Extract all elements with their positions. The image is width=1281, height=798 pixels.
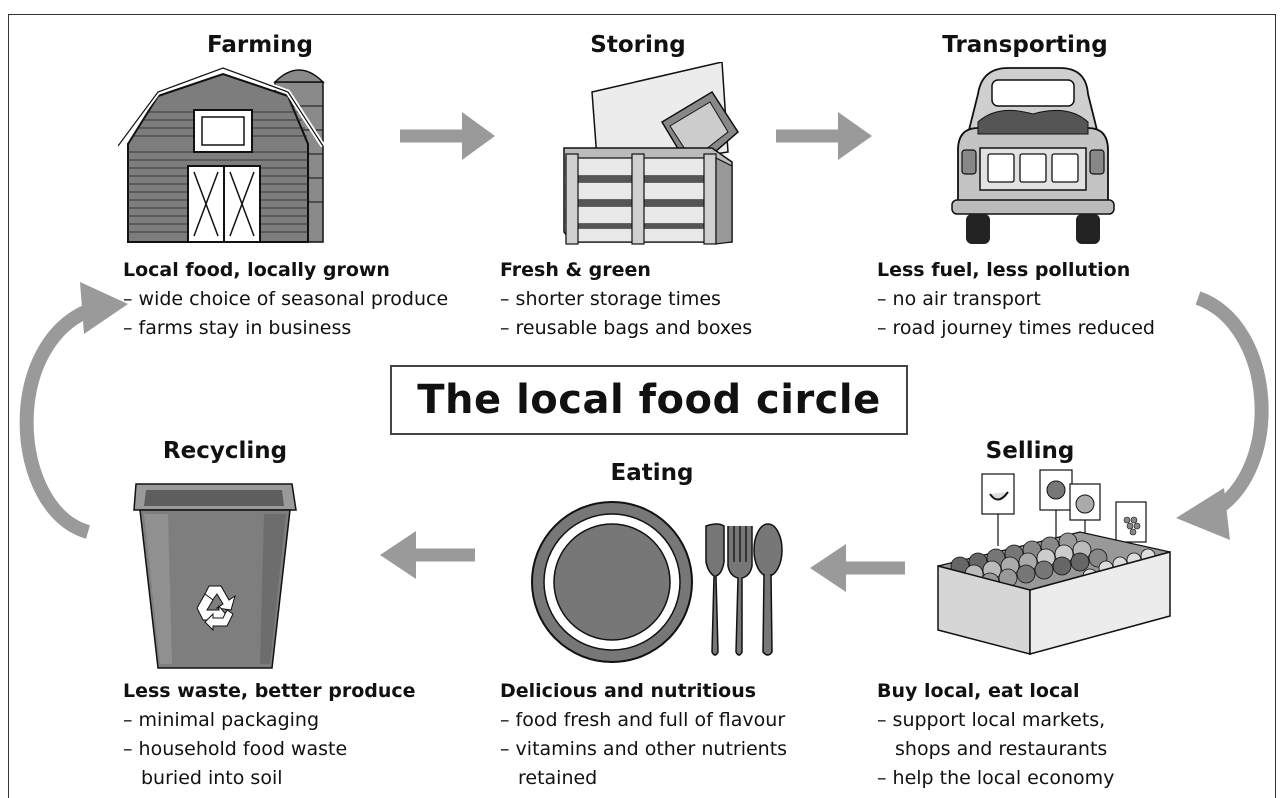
crate-icon <box>563 62 739 245</box>
desc-item: – shorter storage times <box>500 288 721 310</box>
arrow-storing-to-transporting <box>776 112 872 160</box>
market-stall-icon <box>937 469 1171 655</box>
desc-eating: Delicious and nutritious – food fresh an… <box>500 677 787 793</box>
stage-title-storing: Storing <box>590 32 686 58</box>
arrow-farming-to-storing <box>400 112 495 160</box>
arrow-eating-to-recycling <box>380 531 475 579</box>
stage-title-transporting: Transporting <box>942 32 1108 58</box>
stage-title-farming: Farming <box>207 32 313 58</box>
arrow-recycling-to-farming <box>19 282 128 539</box>
desc-item: – support local markets,shops and restau… <box>877 709 1108 760</box>
barn-silo-icon <box>118 66 326 243</box>
desc-transporting: Less fuel, less pollution – no air trans… <box>877 256 1155 343</box>
arrow-transporting-to-selling <box>1176 291 1269 540</box>
stage-title-selling: Selling <box>985 438 1075 464</box>
arrow-selling-to-eating <box>810 544 905 592</box>
desc-item: – wide choice of seasonal produce <box>123 288 449 310</box>
recycle-bin-icon <box>133 483 297 669</box>
stage-title-eating: Eating <box>610 460 694 486</box>
desc-recycling: Less waste, better produce – minimal pac… <box>123 677 416 793</box>
desc-item: – help the local economy <box>877 767 1115 789</box>
truck-icon <box>951 67 1115 244</box>
desc-heading: Fresh & green <box>500 259 651 281</box>
plate-cutlery-icon <box>531 501 783 663</box>
desc-storing: Fresh & green – shorter storage times – … <box>500 256 752 343</box>
desc-item: – reusable bags and boxes <box>500 317 753 339</box>
stage-title-recycling: Recycling <box>162 438 288 464</box>
desc-item: – road journey times reduced <box>877 317 1155 339</box>
desc-item: – farms stay in business <box>123 317 352 339</box>
diagram-frame <box>8 14 1276 798</box>
desc-item: – food fresh and full of flavour <box>500 709 786 731</box>
diagram-title: The local food circle <box>390 365 908 435</box>
desc-heading: Less fuel, less pollution <box>877 259 1131 281</box>
desc-item: – minimal packaging <box>123 709 320 731</box>
desc-farming: Local food, locally grown – wide choice … <box>123 256 448 343</box>
desc-selling: Buy local, eat local – support local mar… <box>877 677 1114 793</box>
desc-item: – no air transport <box>877 288 1041 310</box>
desc-heading: Delicious and nutritious <box>500 680 757 702</box>
desc-heading: Buy local, eat local <box>877 680 1080 702</box>
desc-heading: Less waste, better produce <box>123 680 416 702</box>
desc-heading: Local food, locally grown <box>123 259 390 281</box>
